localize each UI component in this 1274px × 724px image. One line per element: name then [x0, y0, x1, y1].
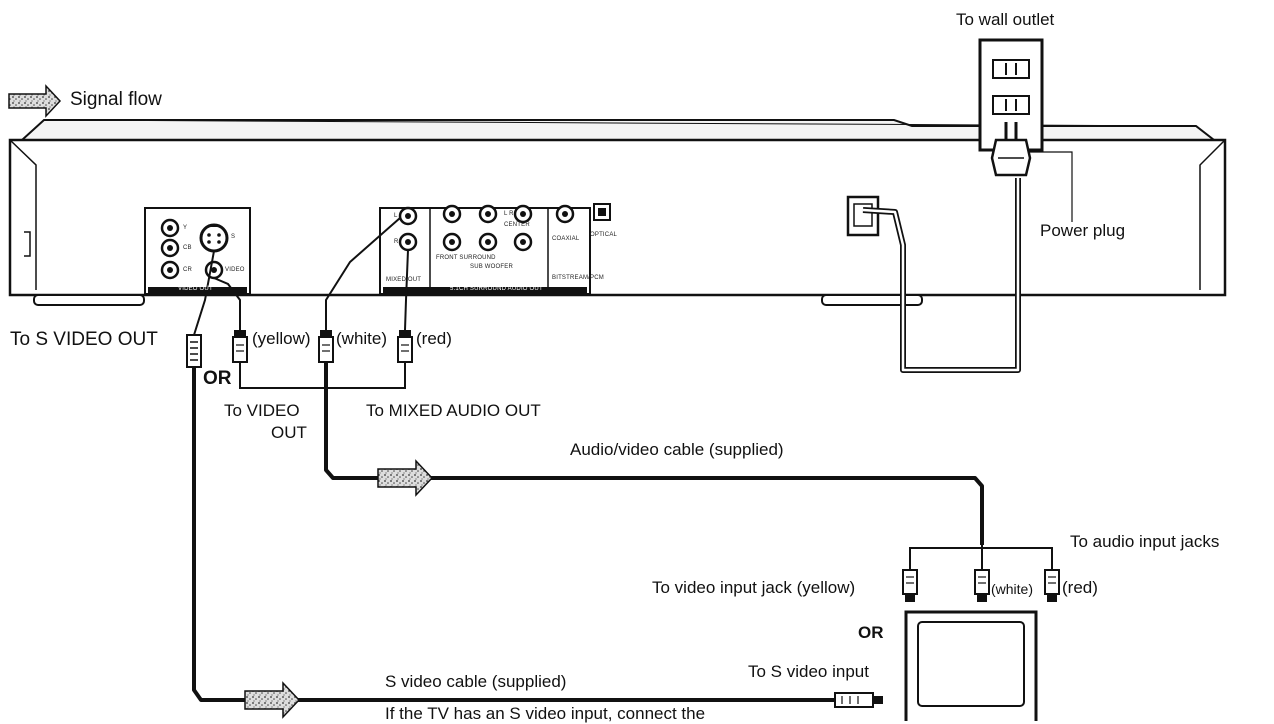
- av-cable-signal-arrow-icon: [377, 459, 434, 497]
- to-video-out-label-line2: OUT: [271, 423, 307, 442]
- bottom-note-text: If the TV has an S video input, connect …: [385, 704, 706, 723]
- s-video-cable-top: [193, 250, 215, 336]
- to-video-input-jack-label: To video input jack (yellow): [652, 578, 856, 597]
- power-plug-label: Power plug: [1040, 221, 1126, 240]
- coaxial-label: COAXIAL: [552, 236, 580, 242]
- signal-flow-label: Signal flow: [70, 89, 162, 110]
- jack-s-label: S: [231, 234, 236, 240]
- s-video-cable-label: S video cable (supplied): [385, 672, 567, 691]
- av-bundle-bracket: [239, 362, 406, 389]
- center-jack-icon: [513, 204, 533, 224]
- jack-l-label: L: [394, 213, 398, 219]
- surround-l-jack-icon: [478, 204, 498, 224]
- mixed-audio-r-jack-icon: [398, 232, 418, 252]
- or-label-right: OR: [858, 623, 884, 642]
- s-video-signal-arrow-icon: [244, 681, 301, 719]
- jack-cr-label: CR: [183, 267, 193, 273]
- audio-out-panel-label: 5.1CH SURROUND AUDIO OUT: [450, 286, 543, 292]
- front-r-jack-icon: [442, 232, 462, 252]
- yellow-plug-icon: [232, 330, 248, 363]
- white-tv-label: (white): [991, 581, 1034, 597]
- bitstream-label: BITSTREAM/PCM: [552, 275, 604, 281]
- front-l-jack-icon: [442, 204, 462, 224]
- red-cable-top: [404, 249, 409, 331]
- lr-label: L R: [504, 211, 514, 217]
- to-mixed-audio-out-label: To MIXED AUDIO OUT: [366, 401, 541, 420]
- s-video-cable: [192, 367, 245, 702]
- coaxial-jack-icon: [555, 204, 575, 224]
- tv-yellow-plug-icon: [902, 569, 918, 602]
- s-video-jack-icon: [199, 223, 229, 253]
- jack-video-label: VIDEO: [225, 267, 245, 273]
- front-surround-label: FRONT SURROUND: [436, 255, 496, 261]
- to-s-video-out-label: To S VIDEO OUT: [10, 329, 158, 350]
- center-label: CENTER: [504, 222, 530, 228]
- s-video-tv-plug-icon: [834, 692, 883, 708]
- tv-red-plug-icon: [1044, 569, 1060, 602]
- yellow-label: (yellow): [252, 329, 311, 348]
- jack-cb-label: CB: [183, 245, 192, 251]
- component-cb-jack-icon: [160, 238, 180, 258]
- red-label: (red): [416, 329, 452, 348]
- mixed-out-panel-label: MIXED OUT: [386, 277, 422, 283]
- composite-video-jack-icon: [204, 260, 224, 280]
- white-label: (white): [336, 329, 388, 348]
- power-plug-leader-line: [1028, 151, 1073, 222]
- s-video-plug-icon: [186, 334, 202, 368]
- component-y-jack-icon: [160, 218, 180, 238]
- jack-r-label: R: [394, 239, 399, 245]
- white-cable-top: [325, 217, 401, 330]
- to-audio-input-jacks-label: To audio input jacks: [1070, 532, 1220, 551]
- tv-white-plug-icon: [974, 569, 990, 602]
- power-plug-icon: [990, 122, 1032, 177]
- mixed-audio-l-jack-icon: [398, 206, 418, 226]
- av-cable-label: Audio/video cable (supplied): [570, 440, 784, 459]
- optical-jack-icon: [593, 203, 611, 221]
- to-s-video-input-label: To S video input: [748, 662, 869, 681]
- red-tv-label: (red): [1062, 578, 1098, 597]
- or-label-left: OR: [203, 368, 232, 389]
- signal-flow-arrow-icon: [8, 84, 62, 118]
- surround-r-jack-icon: [478, 232, 498, 252]
- ac-inlet-icon: [846, 195, 880, 237]
- white-plug-icon: [318, 330, 334, 363]
- to-video-out-label-line1: To VIDEO: [224, 401, 300, 420]
- wall-outlet-icon: [978, 38, 1044, 152]
- video-out-panel: [144, 207, 251, 295]
- component-cr-jack-icon: [160, 260, 180, 280]
- red-plug-icon: [397, 330, 413, 363]
- jack-y-label: Y: [183, 225, 188, 231]
- subwoofer-jack-icon: [513, 232, 533, 252]
- sub-woofer-label: SUB WOOFER: [470, 264, 514, 270]
- optical-label: OPTICAL: [590, 232, 618, 238]
- tv-icon: [904, 610, 1038, 721]
- wall-outlet-label: To wall outlet: [956, 10, 1055, 29]
- yellow-cable-top: [213, 277, 241, 330]
- video-out-panel-label: VIDEO OUT: [178, 286, 213, 292]
- av-cable: [324, 362, 378, 480]
